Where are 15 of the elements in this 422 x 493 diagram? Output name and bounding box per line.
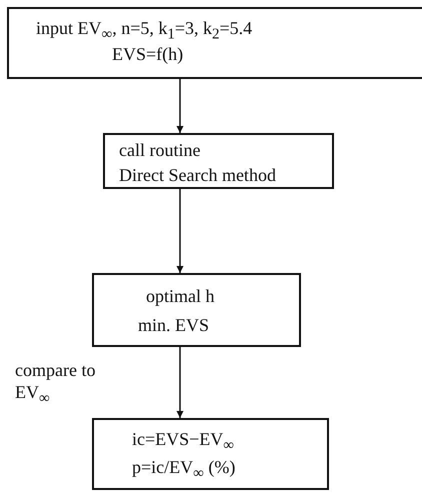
- process-box: [103, 133, 334, 189]
- box-text: min. EVS: [138, 314, 210, 336]
- process-box: [92, 418, 329, 490]
- box-text: Direct Search method: [119, 164, 276, 186]
- process-box: [7, 7, 422, 79]
- box-text: EVS=f(h): [112, 43, 184, 65]
- box-text: ic=EVS−EV$_{∞}$: [132, 428, 234, 456]
- box-text: optimal h: [146, 285, 214, 307]
- box-text: call routine: [119, 139, 200, 161]
- arrow: [176, 347, 184, 418]
- arrow: [176, 189, 184, 273]
- box-text: p=ic/EV$_{∞}$ (%): [132, 456, 236, 484]
- process-box: [92, 273, 301, 347]
- box-text: input EV$_{∞}$, n=5, k$_{1}$=3, k$_{2}$=5.4: [36, 17, 252, 45]
- arrow: [176, 79, 184, 133]
